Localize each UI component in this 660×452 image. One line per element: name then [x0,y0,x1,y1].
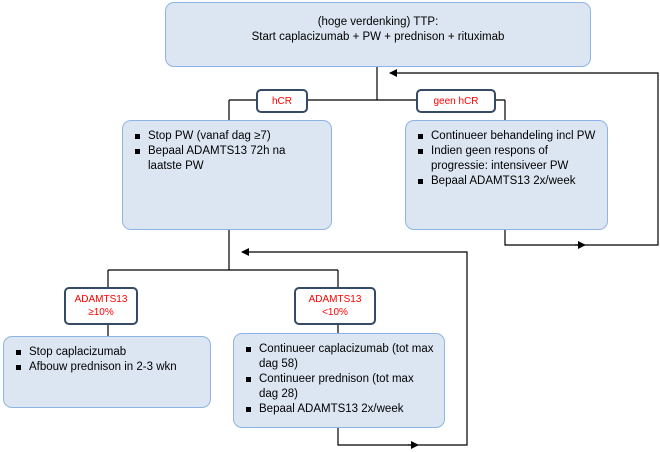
adamts13-low-item-2: Continueer prednison (tot max dag 28) [244,372,434,402]
hcr-item-2: Bepaal ADAMTS13 72h na laatste PW [133,144,321,174]
start-box-line2: Start caplacizumab + PW + prednison + ri… [251,31,505,43]
adamts13-high-item-2: Afbouw prednison in 2-3 wkn [14,360,200,375]
label-hcr: hCR [256,89,308,113]
adamts13-low-list: Continueer caplacizumab (tot max dag 58)… [244,342,434,417]
label-hcr-text: hCR [271,95,292,107]
adamts13-high-item-1: Stop caplacizumab [14,345,200,360]
adamts13-low-box: Continueer caplacizumab (tot max dag 58)… [233,333,445,428]
adamts13-low-item-3: Bepaal ADAMTS13 2x/week [244,402,434,417]
label-adamts13-low-line1: ADAMTS13 [308,294,362,305]
start-box: (hoge verdenking) TTP: Start caplacizuma… [165,2,591,67]
label-adamts13-high-line2: ≥10% [88,307,114,318]
feedback-loop-top-return [389,69,659,246]
hcr-list: Stop PW (vanaf dag ≥7) Bepaal ADAMTS13 7… [133,129,321,174]
label-adamts13-low: ADAMTS13 <10% [294,287,376,325]
feedback-loop-bottom [337,428,411,446]
adamts13-low-item-1: Continueer caplacizumab (tot max dag 58) [244,342,434,372]
geen-hcr-list: Continueer behandeling incl PW Indien ge… [416,129,597,189]
label-adamts13-high-line1: ADAMTS13 [74,294,128,305]
geen-hcr-item-1: Continueer behandeling incl PW [416,129,597,144]
feedback-loop-bottom-return [241,248,468,446]
geen-hcr-item-2: Indien geen respons of progressie: inten… [416,144,597,174]
feedback-loop-top [504,229,578,246]
label-adamts13-low-line2: <10% [322,307,348,318]
adamts13-high-box: Stop caplacizumab Afbouw prednison in 2-… [3,336,211,408]
adamts13-high-list: Stop caplacizumab Afbouw prednison in 2-… [14,345,200,375]
hcr-box: Stop PW (vanaf dag ≥7) Bepaal ADAMTS13 7… [122,120,332,230]
label-geen-hcr-text: geen hCR [433,95,479,107]
hcr-item-1: Stop PW (vanaf dag ≥7) [133,129,321,144]
label-adamts13-high: ADAMTS13 ≥10% [64,287,138,325]
geen-hcr-box: Continueer behandeling incl PW Indien ge… [405,120,608,230]
geen-hcr-item-3: Bepaal ADAMTS13 2x/week [416,174,597,189]
label-geen-hcr: geen hCR [416,89,496,113]
start-box-line1: (hoge verdenking) TTP: [317,16,439,28]
